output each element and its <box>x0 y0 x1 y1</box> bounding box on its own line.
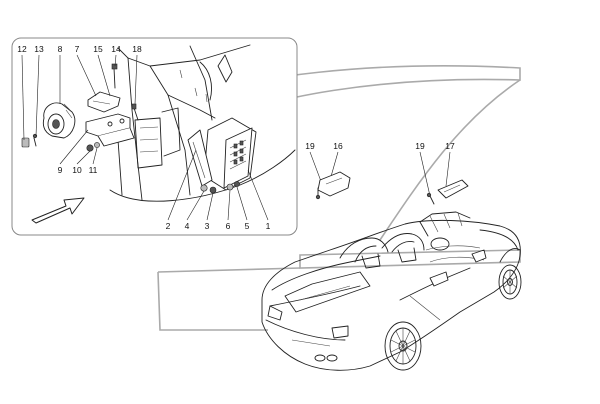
callout-3: 3 <box>205 221 210 231</box>
callout-5: 5 <box>245 221 250 231</box>
callout-9: 9 <box>58 165 63 175</box>
rear-wheel <box>384 321 422 371</box>
convertible-car <box>261 211 521 371</box>
callout-7: 7 <box>75 44 80 54</box>
callout-11: 11 <box>89 165 98 175</box>
direction-arrow-icon <box>31 197 85 224</box>
control-unit-module <box>187 117 257 191</box>
callout-8: 8 <box>58 44 63 54</box>
callout-labels: 12 13 8 7 15 14 18 9 10 11 2 4 3 6 5 1 1… <box>17 44 455 231</box>
leader-lines <box>21 54 451 221</box>
relay-unit <box>42 102 76 139</box>
callout-19-right: 19 <box>415 141 425 151</box>
callout-1: 1 <box>266 221 271 231</box>
callout-14: 14 <box>111 44 121 54</box>
sensor-unit-right <box>426 179 469 205</box>
small-fasteners <box>21 133 100 152</box>
sensor-unit-left <box>315 171 351 200</box>
callout-19-left: 19 <box>305 141 315 151</box>
callout-17: 17 <box>445 141 455 151</box>
callout-6: 6 <box>226 221 231 231</box>
callout-4: 4 <box>185 221 190 231</box>
inset-body-structure <box>109 44 296 202</box>
callout-16: 16 <box>333 141 343 151</box>
callout-18: 18 <box>132 44 142 54</box>
front-wheel <box>498 264 522 300</box>
callout-2: 2 <box>166 221 171 231</box>
callout-13: 13 <box>34 44 44 54</box>
callout-15: 15 <box>93 44 103 54</box>
harness-connector <box>87 63 121 113</box>
mounting-bracket <box>85 103 139 147</box>
callout-10: 10 <box>72 165 82 175</box>
callout-12: 12 <box>17 44 27 54</box>
